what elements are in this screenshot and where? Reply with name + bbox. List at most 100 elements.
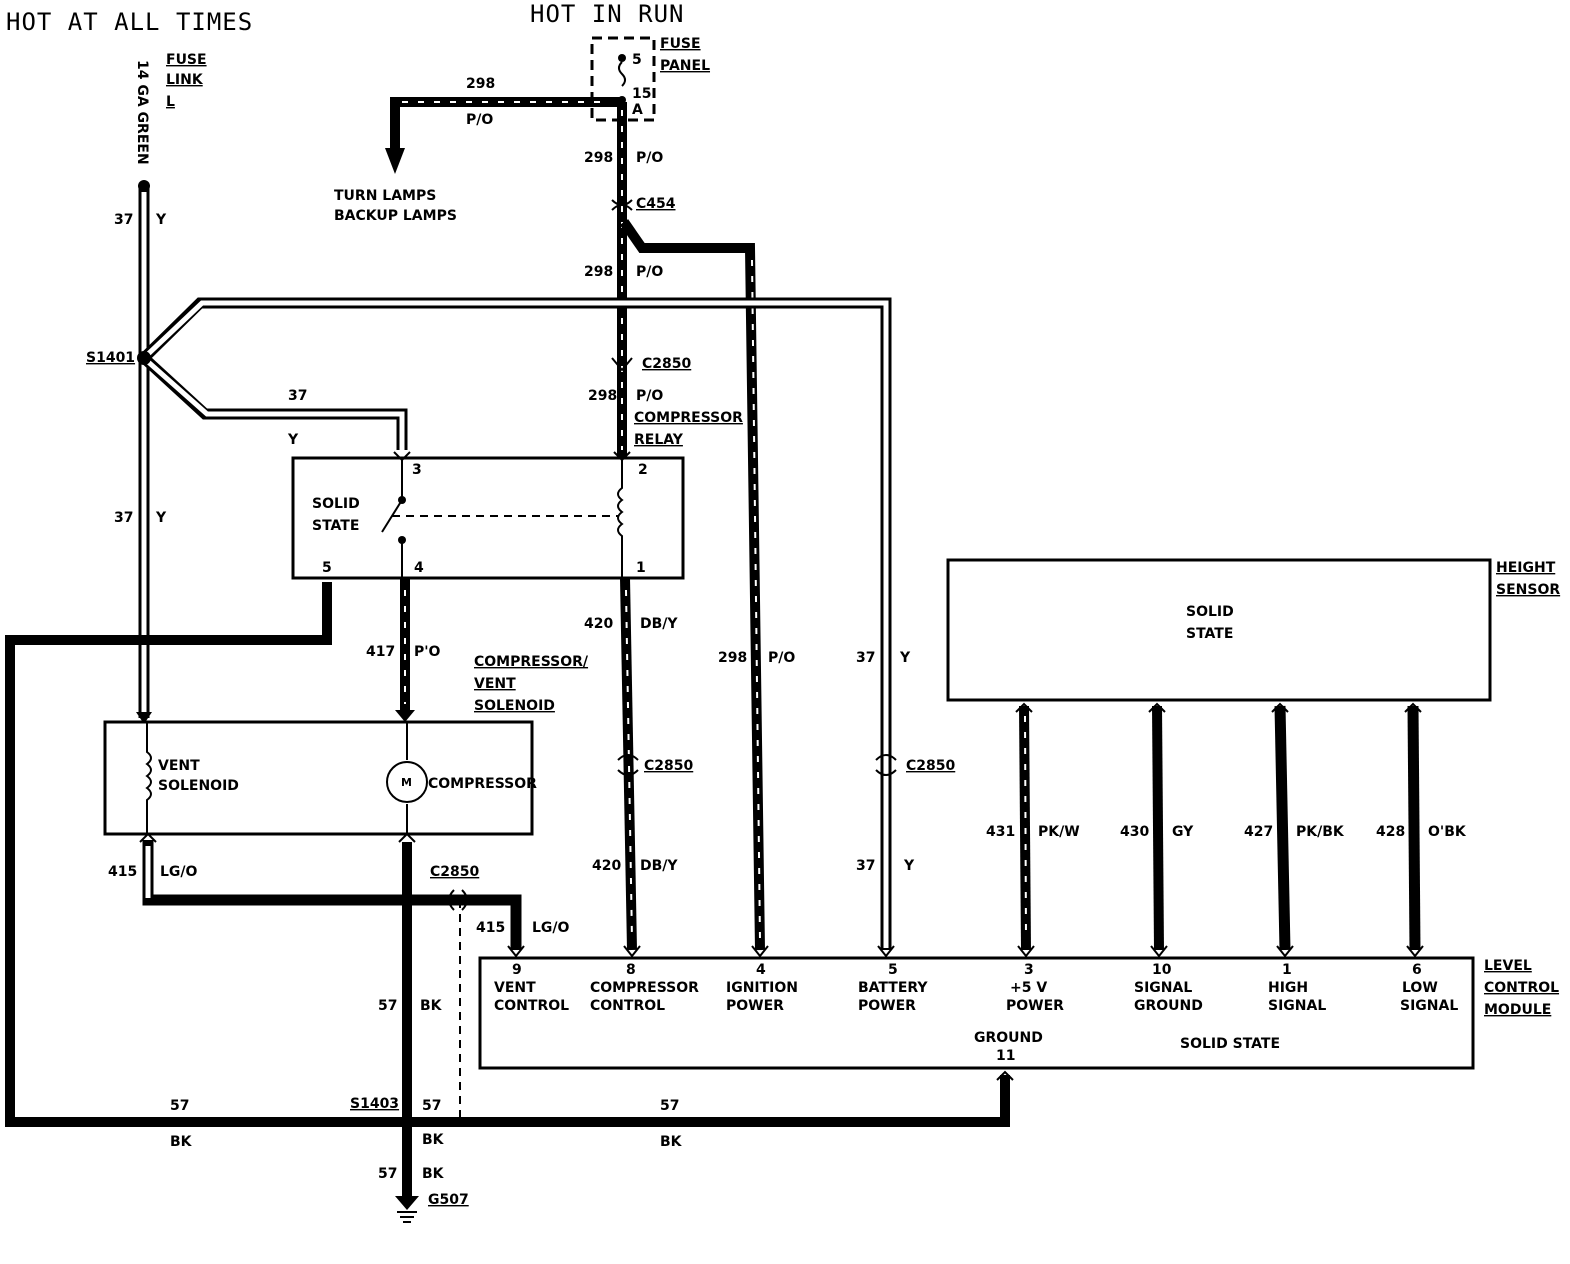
ground-symbol [397,1211,417,1223]
wire-y-label-e: Y [903,858,915,874]
lcm-pin-label-1: +5 V [1010,980,1047,996]
wire-dby-label-b: DB/Y [640,858,678,874]
compressor-relay: SOLID STATE 3 2 5 4 1 [291,451,685,580]
wire-298-label-top: 298 [466,76,495,92]
wire-37-label-e: 37 [856,858,875,874]
connector-c2850-mid-mark [617,754,639,776]
relay-pin-3: 3 [412,462,422,478]
wire-po-label-c: P/O [636,388,663,404]
lcm-solid-state: SOLID STATE [1180,1036,1280,1052]
wire-57-label-c: 57 [660,1098,679,1114]
backup-lamps-label: BACKUP LAMPS [334,208,457,224]
lcm-label-1: LEVEL [1484,958,1532,974]
lcm-pin-label-2: POWER [726,998,784,1014]
lcm-pin-label-1: SIGNAL [1134,980,1192,996]
connector-c2850-battery-mark [875,754,897,776]
compressor-solenoid-label-2: VENT [474,676,516,692]
ground-g507: G507 [428,1192,469,1208]
lcm-pin-label-2: POWER [1006,998,1064,1014]
compressor-relay-label-2: RELAY [634,432,684,448]
wire-y-label-a: Y [155,212,167,228]
lcm-pin-label-2: SIGNAL [1400,998,1458,1014]
lcm-pin-num: 6 [1412,962,1422,978]
lcm-pin-label-2: CONTROL [590,998,665,1014]
wire-lgo-label-a: LG/O [160,864,198,880]
wire-428-label: 428 [1376,824,1405,840]
compressor-motor-m: M [401,776,412,789]
wire-po-label-417: P'O [414,644,441,660]
wire-y-label-d: Y [899,650,911,666]
wire-po-label-d: P/O [768,650,795,666]
fuse-panel-label-2: PANEL [660,58,710,74]
fuse-link-label-2: LINK [166,72,204,88]
compressor-solenoid-label-3: SOLENOID [474,698,555,714]
wire-po-label-b: P/O [636,264,663,280]
compressor-vent-solenoid: VENT SOLENOID M COMPRESSOR [103,720,537,836]
connector-c454: C454 [636,196,676,212]
wire-415: 415 LG/O C2850 415 LG/O [108,840,570,950]
lcm-pin-label-2: GROUND [1134,998,1203,1014]
fuse-panel-amps: 15 [632,86,651,102]
wire-420-label-b: 420 [592,858,621,874]
relay-solid-2: STATE [312,518,359,534]
fuse-link-label-1: FUSE [166,52,207,68]
terminal-arrows [139,702,1424,1081]
fuse-link-label-3: L [166,94,175,110]
wire-415-label-a: 415 [108,864,137,880]
lcm-label-2: CONTROL [1484,980,1559,996]
height-sensor-label-1: HEIGHT [1496,560,1556,576]
wire-428: 428 O'BK [1376,705,1467,951]
compressor-motor-icon [386,761,428,803]
connector-c2850-mid: C2850 [644,758,693,774]
lcm-label-3: MODULE [1484,1002,1551,1018]
wire-bk-label-d: BK [420,998,443,1014]
wire-57-label-d: 57 [378,998,397,1014]
lcm-pin-num: 1 [1282,962,1292,978]
wire-bk-label-e: BK [422,1166,445,1182]
lcm-pin-label-1: HIGH [1268,980,1308,996]
turn-lamps-label: TURN LAMPS [334,188,436,204]
wire-420-label-a: 420 [584,616,613,632]
wire-417: 417 P'O COMPRESSOR/ VENT SOLENOID [366,578,589,722]
wire-lgo-label-b: LG/O [532,920,570,936]
height-sensor: SOLID STATE HEIGHT SENSOR [946,558,1560,702]
wire-po-label-top: P/O [466,112,493,128]
wire-pkw-label: PK/W [1038,824,1080,840]
relay-solid-1: SOLID [312,496,360,512]
vent-solenoid-label-2: SOLENOID [158,778,239,794]
wire-298-label-d: 298 [718,650,747,666]
level-control-module: LEVEL CONTROL MODULE SOLID STATE GROUND … [478,956,1559,1070]
wire-bk-label-a: BK [170,1134,193,1150]
lcm-pin-num: 9 [512,962,522,978]
wire-37-label-d: 37 [856,650,875,666]
wire-obk-label: O'BK [1428,824,1467,840]
wire-415-label-b: 415 [476,920,505,936]
wire-bk-label-b: BK [422,1132,445,1148]
wire-po-label-a: P/O [636,150,663,166]
fuse-panel-pin-5: 5 [632,52,642,68]
fuse-link: FUSE LINK L 14 GA GREEN [134,52,207,192]
wire-417-label: 417 [366,644,395,660]
wire-298-label-b: 298 [584,264,613,280]
splice-s1401: S1401 [86,350,135,366]
lcm-pin-num: 4 [756,962,766,978]
wire-37-label-c: 37 [114,510,133,526]
wire-298-main: 298 P/O C454 298 P/O C2850 298 P/O COMPR… [584,102,743,458]
wire-298-label-c: 298 [588,388,617,404]
connector-c2850-vent: C2850 [430,864,479,880]
wire-430: 430 GY [1120,705,1194,951]
splice-s1401-dot [137,351,151,365]
lcm-pin-num: 5 [888,962,898,978]
wire-y-label-c: Y [155,510,167,526]
lcm-pin-num: 10 [1152,962,1172,978]
fuse-panel: 5 15 A FUSE PANEL [590,36,710,122]
lcm-pin-label-1: IGNITION [726,980,798,996]
wire-431: 431 PK/W [986,705,1080,951]
wire-298-ignition: 298 P/O [619,219,795,951]
wire-gy-label: GY [1172,824,1194,840]
lcm-pin-num: 8 [626,962,636,978]
wire-bk-label-c: BK [660,1134,683,1150]
relay-pin-2: 2 [638,462,648,478]
fuse-panel-unit: A [632,102,643,118]
connector-c2850-battery: C2850 [906,758,955,774]
